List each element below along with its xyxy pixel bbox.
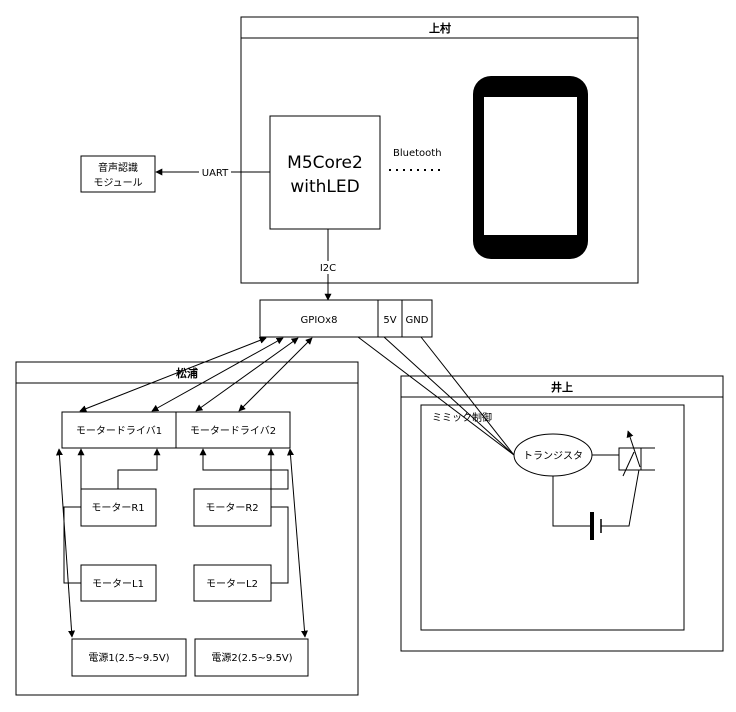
gpio-header: GPIOx8 5V GND	[259, 299, 433, 338]
bluetooth-label: Bluetooth	[393, 148, 442, 159]
motor-r2-label: モーターR2	[205, 502, 258, 514]
uemura-title: 上村	[429, 21, 451, 35]
motor-driver-2-label: モータードライバ2	[190, 425, 276, 437]
gpio-driver-links	[79, 337, 313, 412]
motor-l1-label: モーターL1	[92, 578, 144, 590]
inoue-group: 井上 ミミック制御	[400, 375, 724, 652]
motor-l2: モーターL2	[193, 564, 272, 602]
transistor: トランジスタ	[513, 433, 593, 477]
motor-r1: モーターR1	[80, 488, 157, 527]
gpio-transistor-wires	[357, 336, 515, 456]
gpio-gnd-label: GND	[406, 315, 429, 326]
power-supply-2: 電源2(2.5~9.5V)	[194, 638, 309, 677]
power-supply-1: 電源1(2.5~9.5V)	[71, 638, 187, 677]
m5core-label-2: withLED	[290, 177, 359, 197]
voice-module-box: 音声認識 モジュール	[80, 155, 156, 193]
motor-r2: モーターR2	[193, 488, 272, 527]
uart-label: UART	[202, 168, 229, 179]
motor-driver-2: モータードライバ2	[175, 411, 291, 449]
motor-r1-label: モーターR1	[91, 502, 144, 514]
mimic-label: ミミック制御	[432, 411, 492, 424]
gpio-5v-label: 5V	[383, 315, 396, 326]
motor-driver-1-label: モータードライバ1	[76, 425, 162, 437]
inoue-title: 井上	[551, 380, 573, 394]
power-supply-1-label: 電源1(2.5~9.5V)	[88, 651, 169, 664]
transistor-label: トランジスタ	[523, 450, 583, 462]
motor-driver-1: モータードライバ1	[61, 411, 177, 449]
motor-l1: モーターL1	[80, 564, 157, 602]
gpio-label: GPIOx8	[301, 315, 338, 326]
motor-l2-label: モーターL2	[206, 578, 258, 590]
smartphone-icon	[473, 76, 588, 259]
i2c-label: I2C	[320, 263, 336, 274]
m5core-label-1: M5Core2	[287, 153, 363, 173]
matsuura-title: 松浦	[176, 366, 198, 380]
mimic-circuit	[552, 430, 655, 540]
voice-module-label-1: 音声認識	[98, 161, 138, 174]
power-supply-2-label: 電源2(2.5~9.5V)	[211, 651, 292, 664]
power-links	[55, 448, 308, 638]
voice-module-label-2: モジュール	[93, 178, 142, 189]
m5core-box: M5Core2 withLED	[269, 115, 381, 230]
